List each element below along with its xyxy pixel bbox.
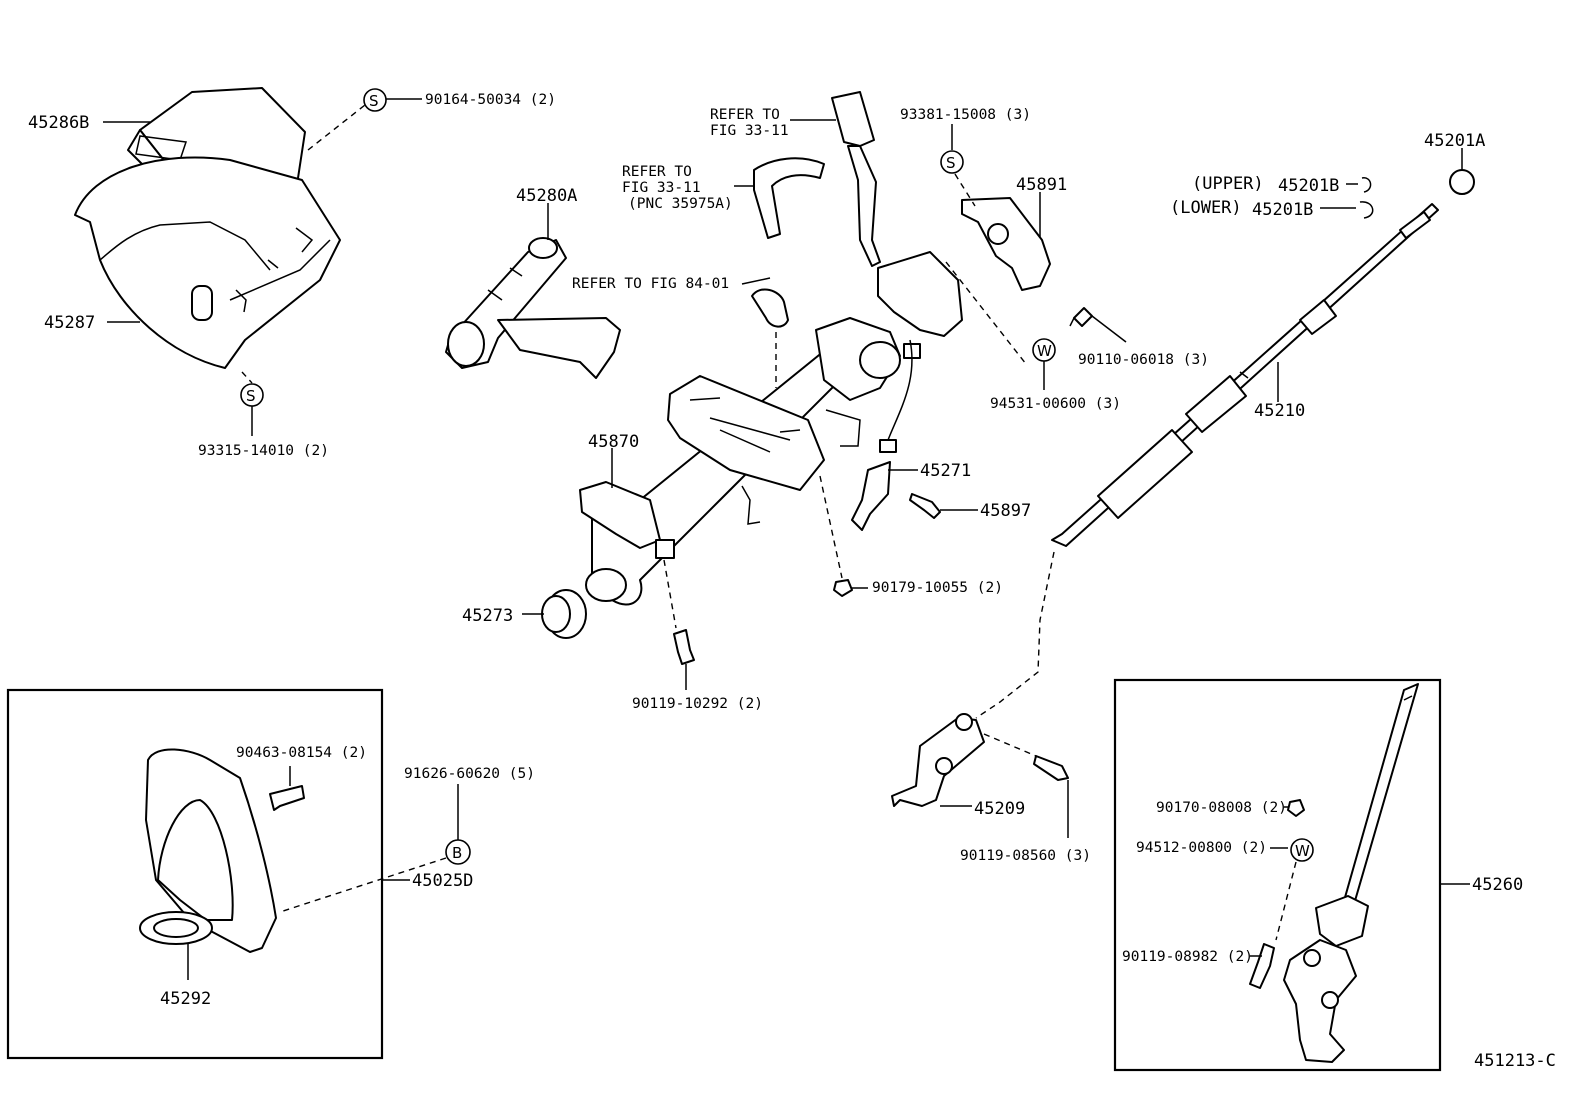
- column-cover-lower: [74, 156, 341, 369]
- column-bracket-45271: [851, 461, 891, 531]
- bolt-symbol-b: [445, 839, 471, 865]
- label-45260: 45260: [1472, 875, 1523, 895]
- svg-text:FIG 33-11: FIG 33-11: [710, 123, 789, 139]
- inset-box-steering-column-sub: [1113, 678, 1442, 1072]
- label-90119-08560: 90119-08560 (3): [960, 848, 1091, 864]
- column-hole-cover-45025D: [145, 748, 277, 953]
- inset-box-column-hole-cover: [6, 688, 384, 1060]
- refer-fig-84-01: REFER TO FIG 84-01: [572, 276, 729, 292]
- label-45201A: 45201A: [1424, 131, 1485, 151]
- label-45287: 45287: [44, 313, 95, 333]
- label-45209: 45209: [974, 799, 1025, 819]
- label-45897: 45897: [980, 501, 1031, 521]
- label-90170-08008: 90170-08008 (2): [1156, 800, 1287, 816]
- diagram-id: 451213-C: [1474, 1051, 1556, 1071]
- refer-fig-33-11: REFER TO: [710, 107, 780, 123]
- shift-lever: [831, 91, 881, 267]
- bolt-90119-08982: [1249, 943, 1275, 989]
- steering-column-sub-45260: [1283, 683, 1419, 1063]
- label-45273: 45273: [462, 606, 513, 626]
- label-45025D: 45025D: [412, 871, 473, 891]
- svg-text:S: S: [946, 154, 956, 172]
- label-45292: 45292: [160, 989, 211, 1009]
- svg-text:S: S: [369, 92, 379, 110]
- label-93381-15008: 93381-15008 (3): [900, 107, 1031, 123]
- svg-text:(PNC 35975A): (PNC 35975A): [628, 196, 733, 212]
- column-bracket-45891: [961, 197, 1051, 291]
- label-lower: (LOWER): [1170, 198, 1242, 218]
- label-45201B-upper: 45201B: [1278, 176, 1339, 196]
- refer-fig-33-11-pnc: REFER TO: [622, 164, 692, 180]
- bracket-90463: [269, 785, 305, 811]
- label-45286B: 45286B: [28, 113, 89, 133]
- label-91626-60620: 91626-60620 (5): [404, 766, 535, 782]
- svg-text:W: W: [1037, 342, 1052, 360]
- screw-symbol-s: [940, 150, 964, 174]
- nut-90170: [1287, 799, 1305, 817]
- svg-text:B: B: [452, 844, 462, 862]
- label-94531-00600: 94531-00600 (3): [990, 396, 1121, 412]
- label-90164-50034: 90164-50034 (2): [425, 92, 556, 108]
- label-45870: 45870: [588, 432, 639, 452]
- bolt-90119-10292: [673, 629, 695, 665]
- harness-clamp: [751, 288, 789, 328]
- column-bushing-45273: [541, 589, 587, 639]
- label-45210: 45210: [1254, 401, 1305, 421]
- shift-lever-bracket: [753, 157, 825, 239]
- washer-symbol-w: [1290, 838, 1314, 862]
- label-90110-06018: 90110-06018 (3): [1078, 352, 1209, 368]
- lock-housing: [445, 237, 621, 379]
- svg-text:FIG 33-11: FIG 33-11: [622, 180, 701, 196]
- label-90179-10055: 90179-10055 (2): [872, 580, 1003, 596]
- snap-ring-upper: [1361, 177, 1372, 193]
- svg-text:W: W: [1295, 842, 1310, 860]
- label-90463-08154: 90463-08154 (2): [236, 745, 367, 761]
- bolt-45897: [909, 493, 941, 519]
- label-90119-10292: 90119-10292 (2): [632, 696, 763, 712]
- label-45280A: 45280A: [516, 186, 577, 206]
- screw-symbol-s: [363, 88, 387, 112]
- label-upper: (UPPER): [1192, 174, 1264, 194]
- label-45271: 45271: [920, 461, 971, 481]
- bearing-seal-45292: [139, 911, 213, 945]
- bolt-90110: [1073, 307, 1093, 327]
- label-90119-08982: 90119-08982 (2): [1122, 949, 1253, 965]
- bolt-90119-08560: [1033, 755, 1069, 781]
- snap-ring-lower: [1359, 201, 1374, 219]
- label-45891: 45891: [1016, 175, 1067, 195]
- svg-text:S: S: [246, 387, 256, 405]
- bushing-45201A: [1449, 169, 1475, 195]
- steering-main-shaft: [1051, 203, 1439, 547]
- intermediate-shaft-45209: [891, 713, 985, 807]
- label-93315-14010: 93315-14010 (2): [198, 443, 329, 459]
- nut-90179: [833, 579, 853, 597]
- label-45201B-lower: 45201B: [1252, 200, 1313, 220]
- label-94512-00800: 94512-00800 (2): [1136, 840, 1267, 856]
- steering-column-assembly: [579, 251, 963, 606]
